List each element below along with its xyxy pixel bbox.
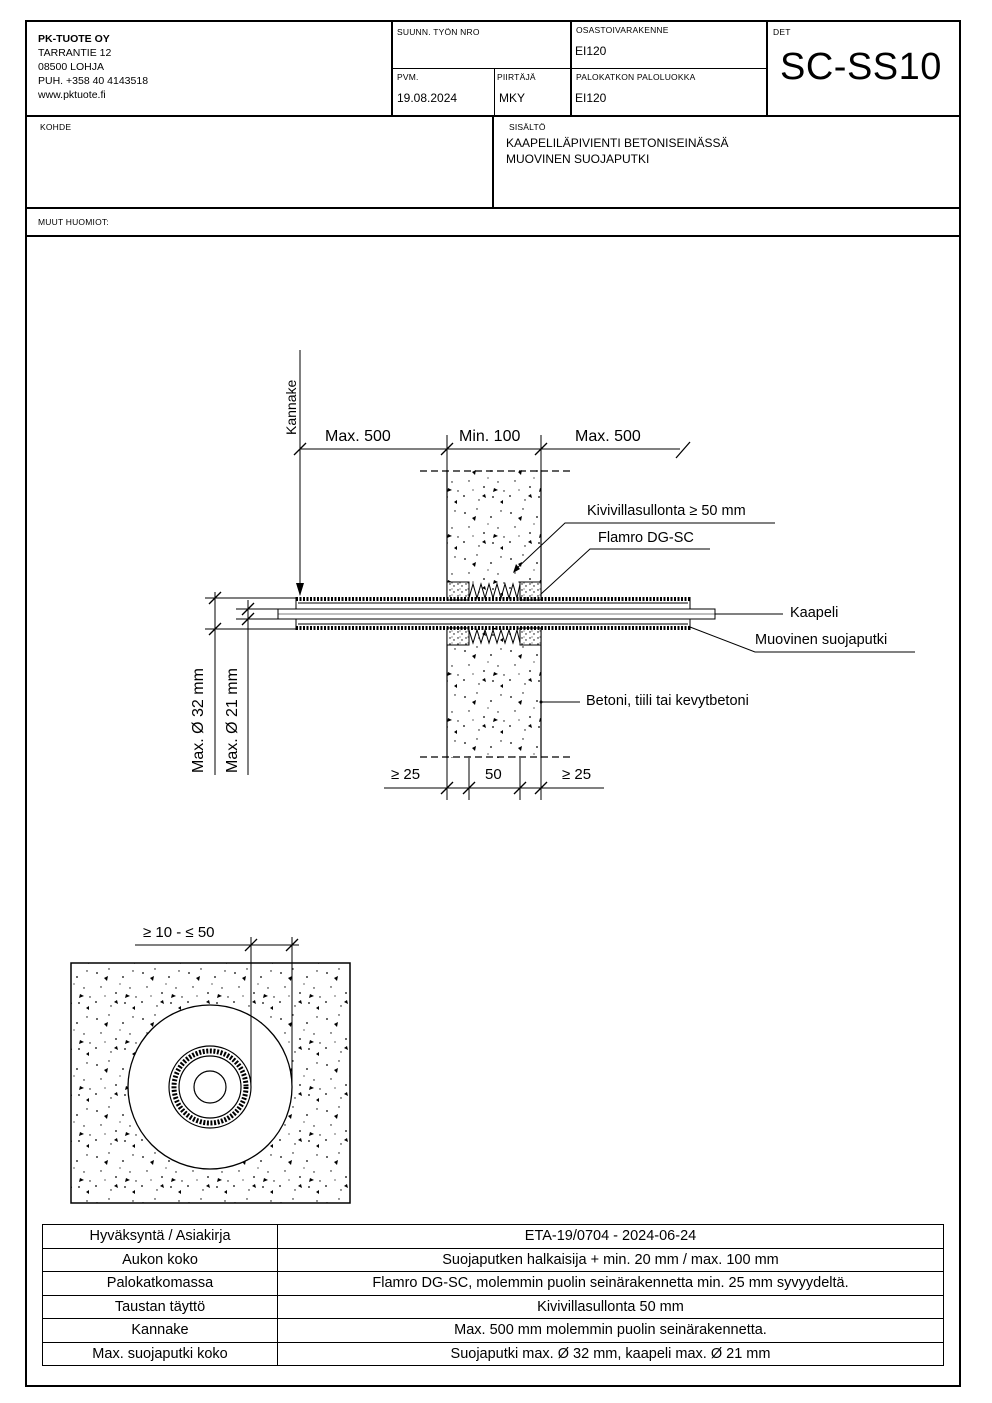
- table-row: Aukon koko Suojaputken halkaisija + min.…: [42, 1247, 944, 1272]
- job-number-label: SUUNN. TYÖN NRO: [397, 27, 480, 37]
- dimension-max500-right: Max. 500: [575, 428, 641, 445]
- cable-diameter-label: Max. Ø 21 mm: [224, 668, 241, 773]
- table-row: Hyväksyntä / Asiakirja ETA-19/0704 - 202…: [42, 1224, 944, 1249]
- company-phone: PUH. +358 40 4143518: [38, 75, 149, 87]
- structure-label: OSASTOIVARAKENNE: [576, 25, 669, 35]
- spec-key: Kannake: [42, 1318, 278, 1343]
- spec-value: ETA-19/0704 - 2024-06-24: [277, 1224, 944, 1249]
- content-label: SISÄLTÖ: [509, 122, 546, 132]
- target-label: KOHDE: [40, 122, 72, 132]
- flamro-label: Flamro DG-SC: [598, 530, 694, 546]
- date-value: 19.08.2024: [397, 91, 458, 105]
- cable-label: Kaapeli: [790, 605, 839, 621]
- dimension-max500-left: Max. 500: [325, 428, 391, 445]
- spec-table: Hyväksyntä / Asiakirja ETA-19/0704 - 202…: [42, 1224, 944, 1366]
- table-row: Palokatkomassa Flamro DG-SC, molemmin pu…: [42, 1271, 944, 1296]
- notes-label: MUUT HUOMIOT:: [38, 217, 109, 227]
- dimension-min100: Min. 100: [459, 428, 521, 445]
- spec-key: Aukon koko: [42, 1247, 278, 1272]
- drawer-value: MKY: [499, 91, 526, 105]
- det-code: SC-SS10: [780, 46, 942, 88]
- table-row: Max. suojaputki koko Suojaputki max. Ø 3…: [42, 1341, 944, 1366]
- spec-value: Kivivillasullonta 50 mm: [277, 1294, 944, 1319]
- title-divider: [492, 115, 494, 208]
- title-divider: [391, 68, 766, 69]
- fire-class-value: EI120: [575, 91, 607, 105]
- company-web[interactable]: www.pktuote.fi: [38, 89, 106, 101]
- title-divider: [494, 68, 495, 116]
- spec-key: Taustan täyttö: [42, 1294, 278, 1319]
- title-divider: [766, 20, 768, 116]
- company-info: PK-TUOTE OY TARRANTIE 12 08500 LOHJA PUH…: [38, 32, 148, 102]
- spec-key: Palokatkomassa: [42, 1271, 278, 1296]
- company-postal: 08500 LOHJA: [38, 61, 104, 73]
- support-label: Kannake: [283, 379, 299, 435]
- spec-value: Flamro DG-SC, molemmin puolin seinäraken…: [277, 1271, 944, 1296]
- det-label: DET: [773, 27, 791, 37]
- company-name: PK-TUOTE OY: [38, 33, 110, 45]
- company-address: TARRANTIE 12: [38, 47, 112, 59]
- fire-class-label: PALOKATKON PALOLUOKKA: [576, 72, 696, 82]
- date-label: PVM.: [397, 72, 419, 82]
- depth-mid-label: 50: [485, 766, 502, 783]
- spec-value: Max. 500 mm molemmin puolin seinärakenne…: [277, 1318, 944, 1343]
- annular-gap-label: ≥ 10 - ≤ 50: [143, 924, 215, 941]
- drawing-frame: [25, 20, 961, 1387]
- title-divider: [25, 207, 961, 209]
- spec-value: Suojaputki max. Ø 32 mm, kaapeli max. Ø …: [277, 1341, 944, 1366]
- title-divider: [25, 235, 961, 237]
- structure-value: EI120: [575, 44, 607, 58]
- drawer-label: PIIRTÄJÄ: [497, 72, 536, 82]
- table-row: Kannake Max. 500 mm molemmin puolin sein…: [42, 1318, 944, 1343]
- content-line-1: KAAPELILÄPIVIENTI BETONISEINÄSSÄ: [506, 136, 729, 150]
- wool-fill-label: Kivivillasullonta ≥ 50 mm: [587, 503, 746, 519]
- spec-key: Hyväksyntä / Asiakirja: [42, 1224, 278, 1249]
- spec-key: Max. suojaputki koko: [42, 1341, 278, 1366]
- depth-left-label: ≥ 25: [391, 766, 421, 783]
- content-line-2: MUOVINEN SUOJAPUTKI: [506, 152, 650, 166]
- wall-material-label: Betoni, tiili tai kevytbetoni: [586, 693, 749, 709]
- table-row: Taustan täyttö Kivivillasullonta 50 mm: [42, 1294, 944, 1319]
- depth-right-label: ≥ 25: [562, 766, 592, 783]
- spec-value: Suojaputken halkaisija + min. 20 mm / ma…: [277, 1247, 944, 1272]
- conduit-label: Muovinen suojaputki: [755, 632, 888, 648]
- conduit-diameter-label: Max. Ø 32 mm: [190, 668, 207, 773]
